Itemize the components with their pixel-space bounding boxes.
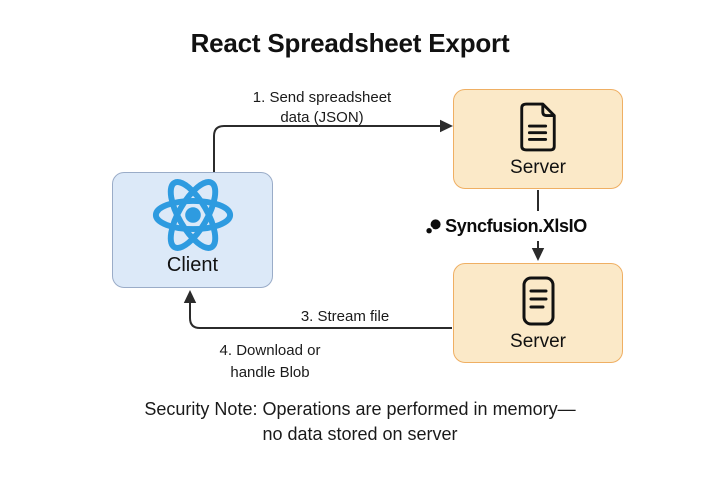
step3-label: 3. Stream file bbox=[300, 308, 390, 325]
arrowhead-step1 bbox=[440, 119, 453, 133]
arrowhead-step2 bbox=[531, 248, 545, 261]
security-note-line1: Security Note: Operations are performed … bbox=[144, 399, 576, 419]
server-bottom-node: Server bbox=[453, 263, 623, 363]
server-top-node: Server bbox=[453, 89, 623, 189]
library-label-text: Syncfusion.XlsIO bbox=[445, 215, 587, 236]
document-icon bbox=[516, 90, 560, 158]
security-note-line2: no data stored on server bbox=[262, 424, 458, 444]
security-note: Security Note: Operations are performed … bbox=[110, 397, 610, 447]
step1-label-line1: 1. Send spreadsheet bbox=[252, 89, 392, 106]
step4-label-line1: 4. Download or bbox=[219, 342, 321, 359]
react-logo-icon bbox=[147, 169, 239, 255]
client-node: Client bbox=[112, 172, 273, 288]
client-label: Client bbox=[166, 254, 219, 276]
arrow-step1 bbox=[213, 125, 441, 172]
library-label: Syncfusion.XlsIO bbox=[420, 213, 592, 239]
step1-label-line2: data (JSON) bbox=[280, 109, 364, 126]
server-bottom-label: Server bbox=[510, 331, 566, 352]
arrowhead-step3 bbox=[183, 290, 197, 303]
step4-label-line2: handle Blob bbox=[230, 364, 310, 381]
step1-label: 1. Send spreadsheet data (JSON) bbox=[212, 88, 432, 128]
page-title: React Spreadsheet Export bbox=[190, 28, 510, 58]
server-top-label: Server bbox=[510, 157, 566, 178]
step4-label: 4. Download or handle Blob bbox=[170, 340, 370, 384]
file-lines-icon bbox=[516, 264, 560, 332]
syncfusion-logo-icon bbox=[425, 218, 442, 235]
